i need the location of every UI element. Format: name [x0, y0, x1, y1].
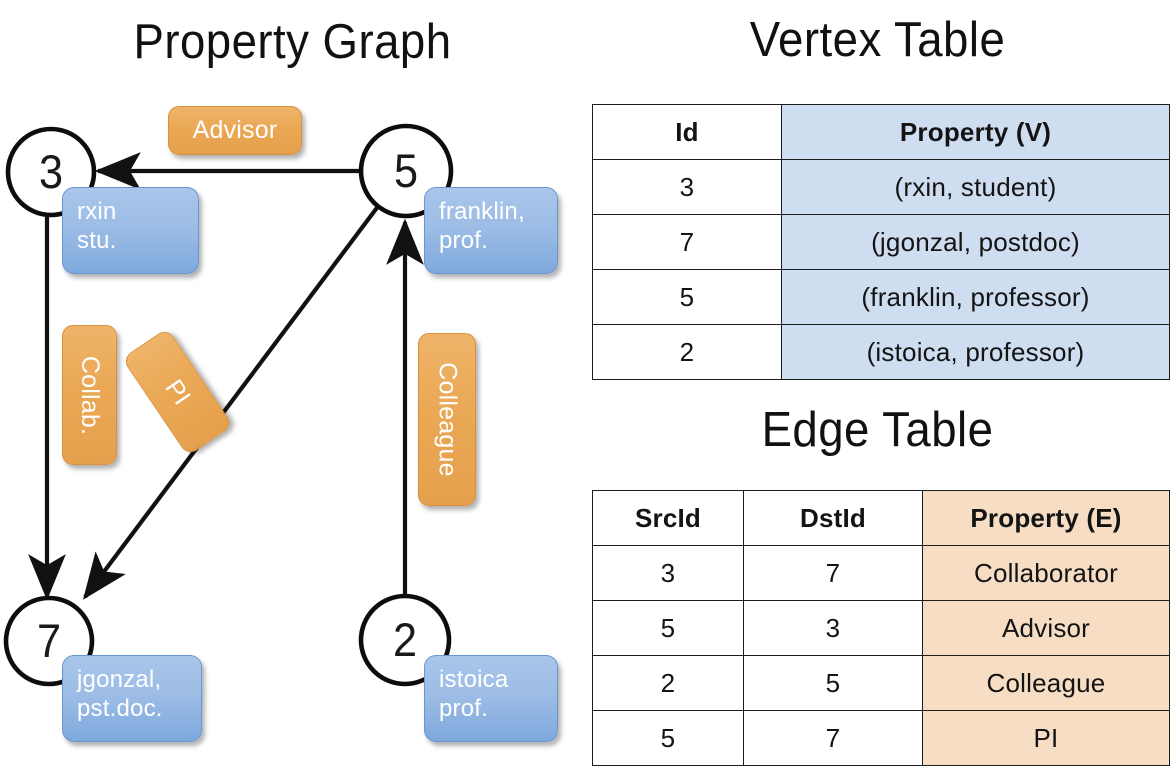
table-row[interactable]: 3 7 Collaborator: [592, 545, 1170, 601]
edge-label-collab[interactable]: Collab.: [62, 325, 117, 465]
graph-node-7-label: 7: [36, 614, 62, 667]
edge-srcid-cell: 2: [592, 655, 744, 711]
edge-table-header-dstid: DstId: [743, 490, 923, 546]
vertex-property-line: rxin: [77, 198, 117, 225]
edge-label-text: PI: [159, 373, 197, 410]
vertex-property-line: prof.: [439, 695, 489, 723]
table-row[interactable]: 5 (franklin, professor): [592, 269, 1170, 325]
vertex-property-cell: (franklin, professor): [781, 269, 1170, 325]
edge-property-cell: Advisor: [922, 600, 1170, 656]
edge-table-header-srcid: SrcId: [592, 490, 744, 546]
vertex-property-line: stu.: [77, 227, 117, 255]
vertex-property-cell: (istoica, professor): [781, 324, 1170, 380]
edge-property-cell: PI: [922, 710, 1170, 766]
graph-node-2-label: 2: [392, 613, 418, 666]
edge-label-text: Collab.: [76, 355, 105, 435]
vertex-table-header-property: Property (V): [781, 104, 1170, 160]
edge-label-text: Colleague: [433, 362, 462, 477]
table-row[interactable]: 5 7 PI: [592, 710, 1170, 766]
table-row[interactable]: 2 (istoica, professor): [592, 324, 1170, 380]
vertex-id-cell: 3: [592, 159, 782, 215]
vertex-table: Id Property (V) 3 (rxin, student) 7 (jgo…: [592, 104, 1170, 380]
vertex-property-line: istoica: [439, 666, 509, 693]
vertex-id-cell: 7: [592, 214, 782, 270]
edge-srcid-cell: 5: [592, 600, 744, 656]
page-title-property-graph: Property Graph: [133, 15, 452, 69]
vertex-property-box-2[interactable]: istoica prof.: [424, 655, 558, 742]
page-title-edge-table: Edge Table: [761, 403, 994, 457]
vertex-id-cell: 2: [592, 324, 782, 380]
edge-5-to-7: [82, 203, 381, 600]
vertex-property-cell: (jgonzal, postdoc): [781, 214, 1170, 270]
table-header-row: SrcId DstId Property (E): [592, 490, 1170, 546]
vertex-property-box-7[interactable]: jgonzal, pst.doc.: [62, 655, 202, 742]
table-row[interactable]: 3 (rxin, student): [592, 159, 1170, 215]
edge-dstid-cell: 7: [743, 710, 923, 766]
edge-srcid-cell: 5: [592, 710, 744, 766]
page-title-vertex-table: Vertex Table: [749, 13, 1006, 67]
graph-node-5-label: 5: [393, 144, 419, 197]
edge-label-colleague[interactable]: Colleague: [418, 333, 476, 506]
vertex-id-cell: 5: [592, 269, 782, 325]
vertex-table-header-id: Id: [592, 104, 782, 160]
edge-srcid-cell: 3: [592, 545, 744, 601]
edge-dstid-cell: 5: [743, 655, 923, 711]
table-row[interactable]: 5 3 Advisor: [592, 600, 1170, 656]
edge-label-text: Advisor: [192, 116, 278, 144]
edge-dstid-cell: 7: [743, 545, 923, 601]
edge-table-header-property: Property (E): [922, 490, 1170, 546]
vertex-property-line: pst.doc.: [77, 695, 163, 723]
table-row[interactable]: 2 5 Colleague: [592, 655, 1170, 711]
edge-dstid-cell: 3: [743, 600, 923, 656]
edge-property-cell: Collaborator: [922, 545, 1170, 601]
vertex-property-line: franklin,: [439, 198, 525, 225]
vertex-property-box-3[interactable]: rxin stu.: [62, 187, 199, 274]
vertex-property-cell: (rxin, student): [781, 159, 1170, 215]
vertex-property-box-5[interactable]: franklin, prof.: [424, 187, 558, 274]
vertex-property-line: prof.: [439, 227, 489, 255]
vertex-property-line: jgonzal,: [77, 666, 162, 693]
edge-property-cell: Colleague: [922, 655, 1170, 711]
edge-table: SrcId DstId Property (E) 3 7 Collaborato…: [592, 490, 1170, 766]
graph-node-3-label: 3: [38, 145, 64, 198]
table-row[interactable]: 7 (jgonzal, postdoc): [592, 214, 1170, 270]
table-header-row: Id Property (V): [592, 104, 1170, 160]
edge-label-advisor[interactable]: Advisor: [168, 106, 302, 155]
